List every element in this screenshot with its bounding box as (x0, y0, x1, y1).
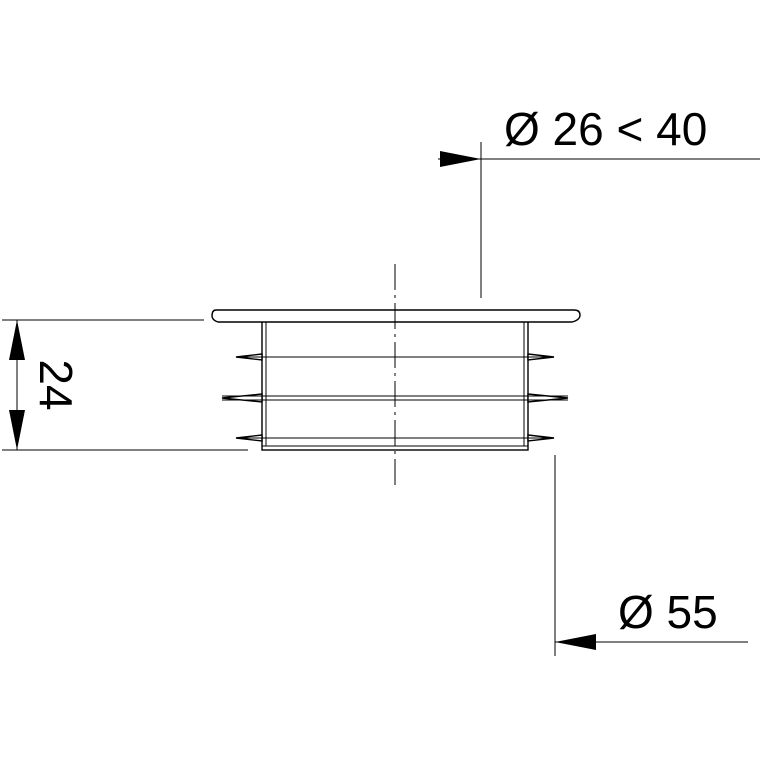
fin-left-2 (221, 393, 263, 403)
dimension-outer-diameter: Ø 55 (554, 455, 748, 656)
arrow-height-bottom-icon (9, 410, 25, 450)
arrow-inner-icon (440, 151, 481, 167)
arrow-outer-icon (555, 634, 596, 650)
height-label: 24 (30, 359, 82, 410)
inner-diameter-label: Ø 26 < 40 (504, 103, 707, 155)
arrow-height-top-icon (9, 320, 25, 360)
dimension-inner-diameter: Ø 26 < 40 (438, 103, 760, 298)
plug-flange (211, 309, 581, 323)
fin-right-2 (527, 393, 569, 403)
plug-part (211, 309, 581, 451)
dimension-height: 24 (2, 319, 248, 451)
outer-diameter-label: Ø 55 (618, 586, 718, 638)
